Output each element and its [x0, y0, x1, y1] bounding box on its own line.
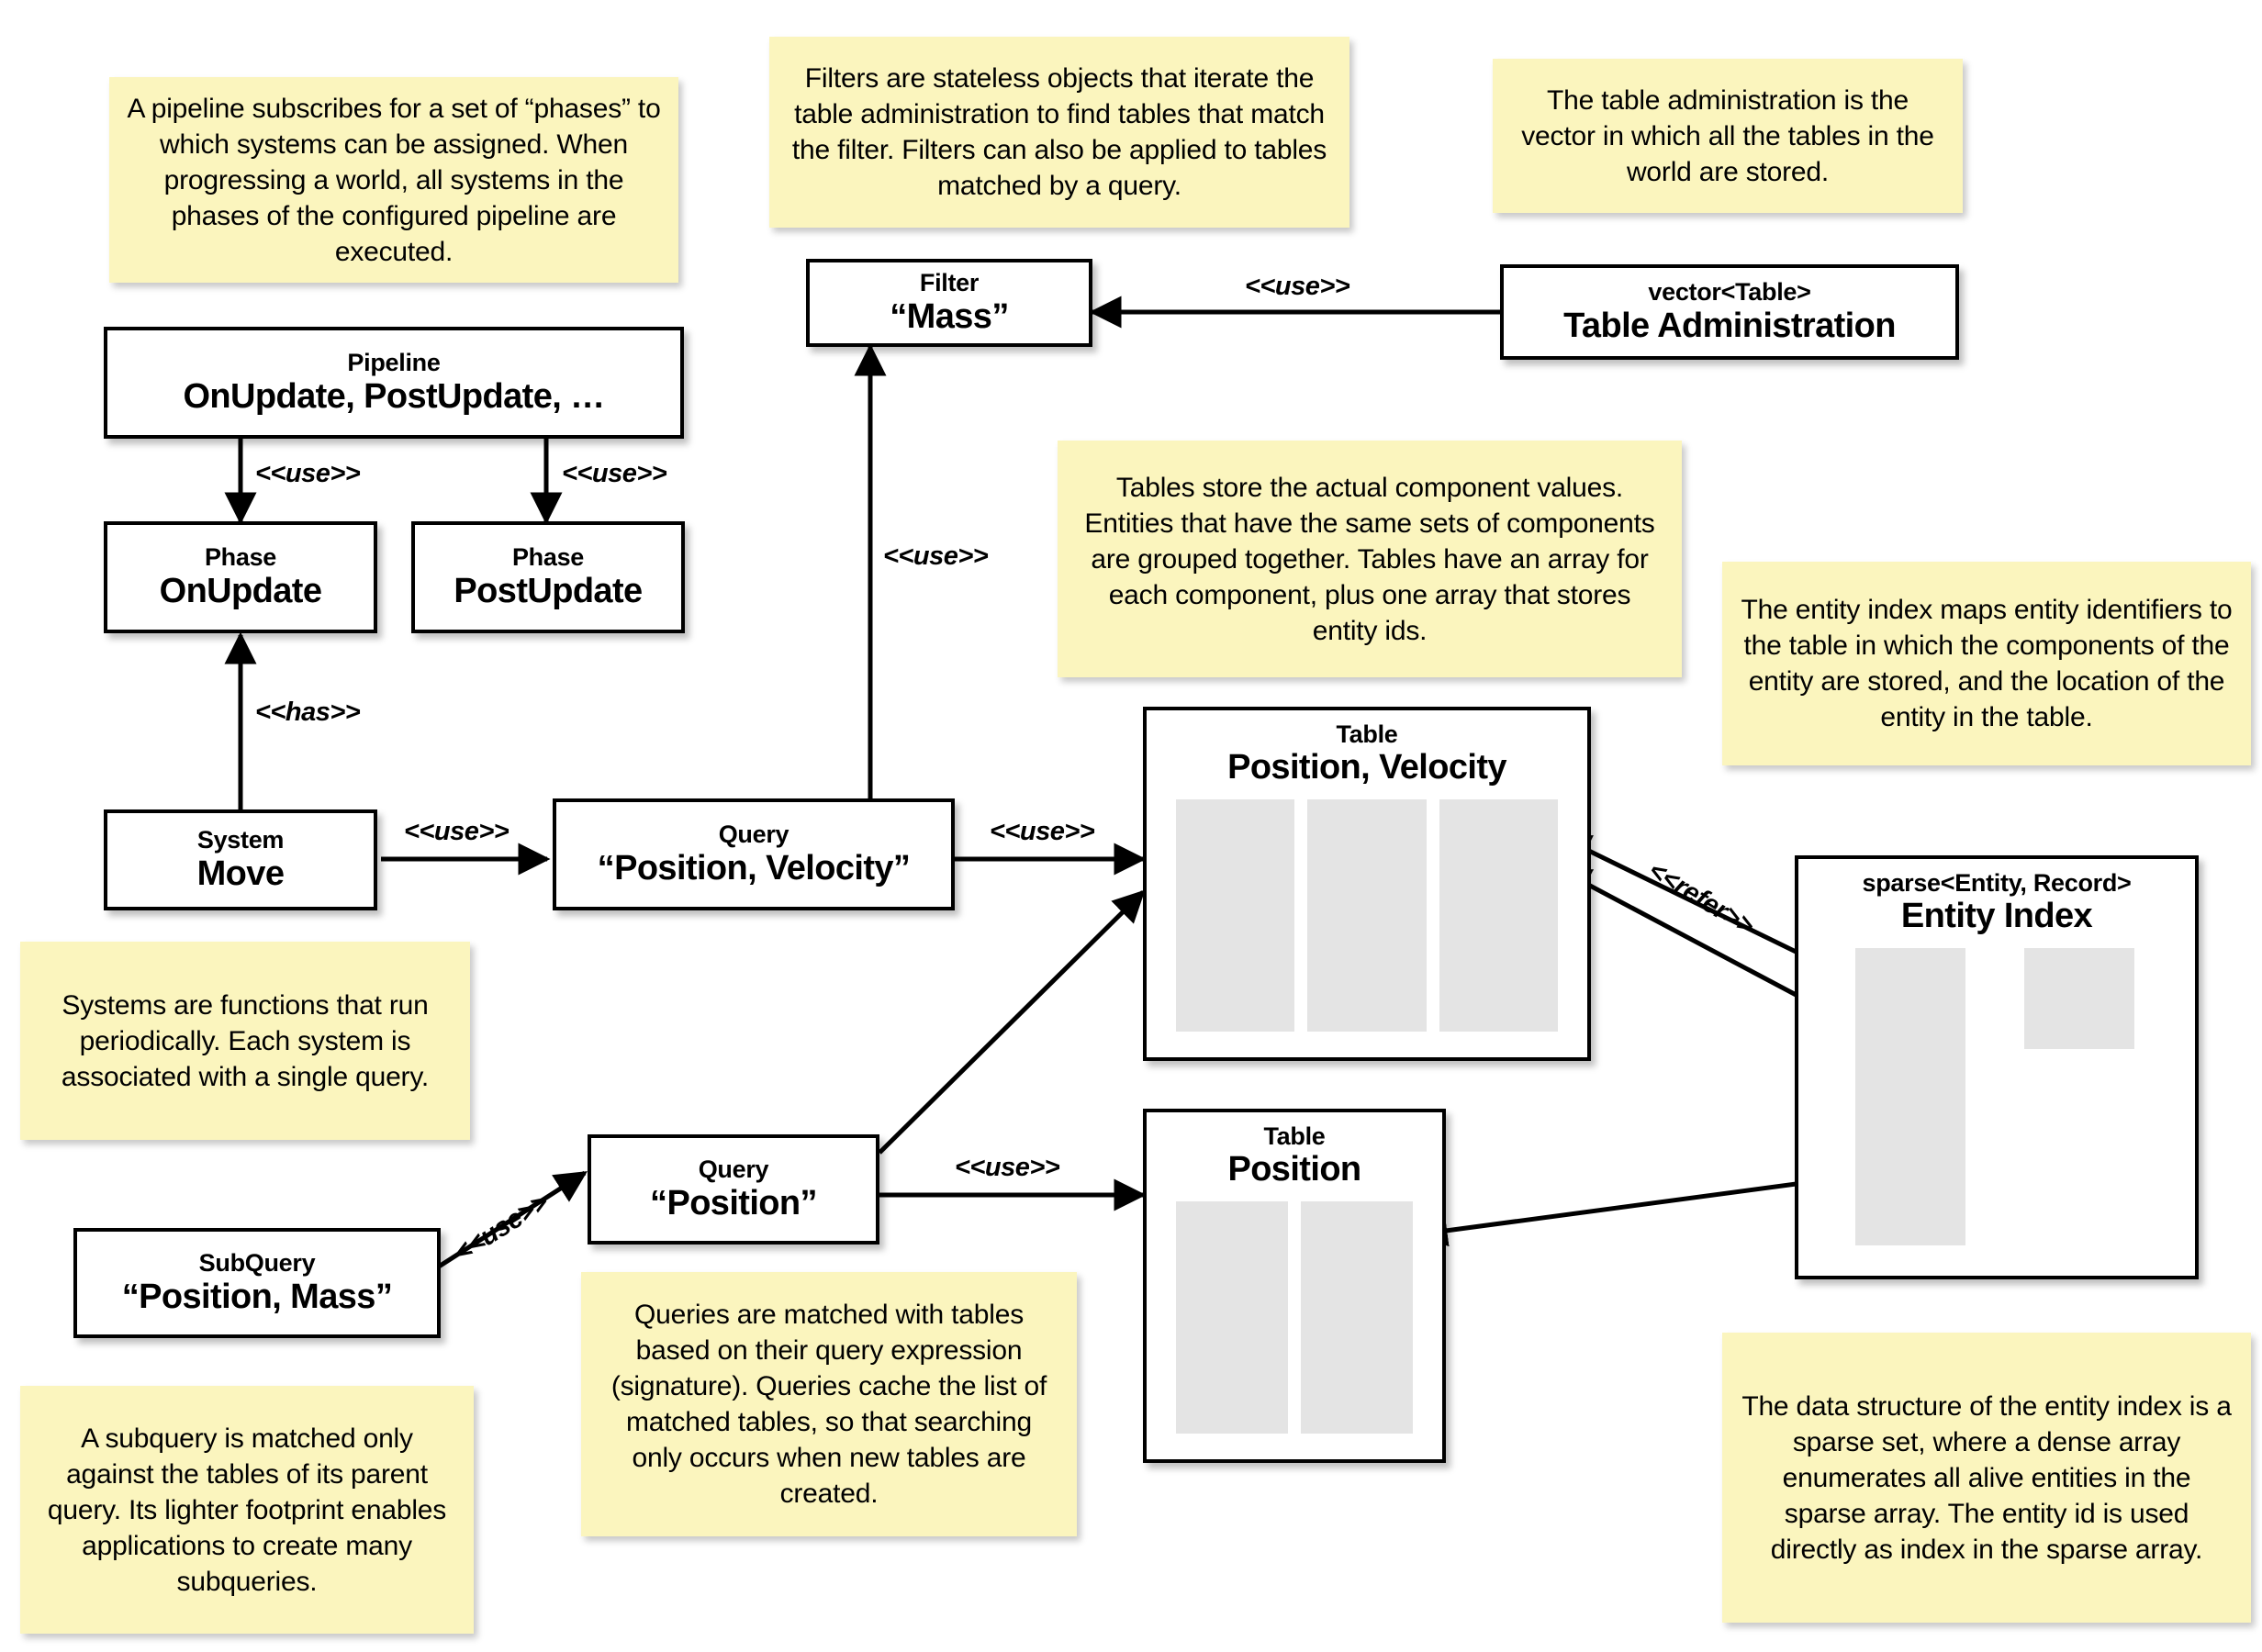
- table-pv-column: [1176, 799, 1295, 1032]
- box-subquery[interactable]: SubQuery “Position, Mass”: [73, 1228, 441, 1338]
- box-table-pv-title: Position, Velocity: [1227, 748, 1506, 787]
- edge-label-pipeline-onupdate: <<use>>: [255, 459, 361, 488]
- note-pipeline: A pipeline subscribes for a set of “phas…: [109, 77, 678, 283]
- box-pipeline-title: OnUpdate, PostUpdate, …: [183, 376, 605, 416]
- box-query-pv-stereotype: Query: [718, 820, 789, 849]
- box-query-p-title: “Position”: [650, 1183, 817, 1222]
- box-query-p-stereotype: Query: [698, 1155, 769, 1184]
- box-table-admin-stereotype: vector<Table>: [1648, 278, 1811, 307]
- entity-index-sparse-array: [1855, 948, 1965, 1246]
- edge-label-system-phase: <<has>>: [255, 698, 361, 727]
- box-entity-index[interactable]: sparse<Entity, Record> Entity Index: [1795, 855, 2199, 1279]
- box-subquery-title: “Position, Mass”: [121, 1277, 393, 1316]
- box-table-p-stereotype: Table: [1263, 1122, 1326, 1150]
- box-query-pv-title: “Position, Velocity”: [597, 848, 911, 887]
- note-table-admin: The table administration is the vector i…: [1493, 59, 1963, 213]
- table-pv-column: [1439, 799, 1558, 1032]
- table-pv-column: [1307, 799, 1427, 1032]
- box-phase-onupdate-stereotype: Phase: [204, 543, 277, 572]
- edge-label-subquery-query: <<use>>: [449, 1187, 554, 1268]
- box-filter-mass[interactable]: Filter “Mass”: [806, 259, 1092, 347]
- note-entity-index: The entity index maps entity identifiers…: [1722, 562, 2251, 765]
- note-queries: Queries are matched with tables based on…: [581, 1272, 1077, 1536]
- edge-label-querypv-tablepv: <<use>>: [990, 817, 1095, 846]
- box-table-admin-title: Table Administration: [1563, 306, 1896, 345]
- box-table-pv-stereotype: Table: [1336, 720, 1398, 748]
- box-entity-index-stereotype: sparse<Entity, Record>: [1862, 869, 2132, 897]
- note-tables: Tables store the actual component values…: [1058, 441, 1682, 677]
- edge-label-query-filter: <<use>>: [883, 541, 989, 571]
- box-table-position[interactable]: Table Position: [1143, 1109, 1446, 1463]
- box-phase-onupdate[interactable]: Phase OnUpdate: [104, 521, 377, 633]
- box-pipeline-stereotype: Pipeline: [347, 349, 441, 377]
- box-phase-postupdate-title: PostUpdate: [454, 571, 643, 610]
- edge-label-pipeline-postupdate: <<use>>: [562, 459, 667, 488]
- box-entity-index-title: Entity Index: [1900, 897, 2093, 936]
- edge-label-index-table: <<refer>>: [1643, 855, 1759, 942]
- box-system-move-stereotype: System: [196, 826, 285, 854]
- box-subquery-stereotype: SubQuery: [198, 1249, 316, 1278]
- box-query-position-velocity[interactable]: Query “Position, Velocity”: [553, 798, 955, 910]
- note-sparse-set: The data structure of the entity index i…: [1722, 1333, 2251, 1623]
- table-p-column: [1176, 1201, 1288, 1434]
- edge-index-tablep: [1415, 1177, 1831, 1247]
- box-table-administration[interactable]: vector<Table> Table Administration: [1500, 264, 1959, 360]
- entity-index-dense-array: [2024, 948, 2134, 1050]
- edge-label-queryp-tablep: <<use>>: [955, 1153, 1060, 1182]
- box-phase-onupdate-title: OnUpdate: [159, 571, 322, 610]
- edge-label-system-query: <<use>>: [404, 817, 510, 846]
- box-filter-stereotype: Filter: [919, 269, 980, 297]
- note-subquery: A subquery is matched only against the t…: [20, 1386, 474, 1634]
- note-systems: Systems are functions that run periodica…: [20, 942, 470, 1140]
- box-system-move[interactable]: System Move: [104, 809, 377, 910]
- box-table-p-title: Position: [1227, 1150, 1361, 1189]
- box-phase-postupdate[interactable]: Phase PostUpdate: [411, 521, 685, 633]
- note-filter: Filters are stateless objects that itera…: [769, 37, 1349, 228]
- entity-index-arrays: [1808, 935, 2186, 1272]
- table-pv-columns: [1156, 787, 1578, 1054]
- box-system-move-title: Move: [196, 854, 285, 893]
- edge-label-admin-filter: <<use>>: [1245, 272, 1350, 301]
- box-table-position-velocity[interactable]: Table Position, Velocity: [1143, 707, 1591, 1061]
- box-pipeline[interactable]: Pipeline OnUpdate, PostUpdate, …: [104, 327, 684, 439]
- table-p-column: [1301, 1201, 1413, 1434]
- box-phase-postupdate-stereotype: Phase: [511, 543, 585, 572]
- box-query-position[interactable]: Query “Position”: [588, 1134, 879, 1245]
- box-filter-title: “Mass”: [890, 296, 1009, 336]
- table-p-columns: [1156, 1189, 1433, 1456]
- edge-queryp-tablepv: [878, 889, 1146, 1155]
